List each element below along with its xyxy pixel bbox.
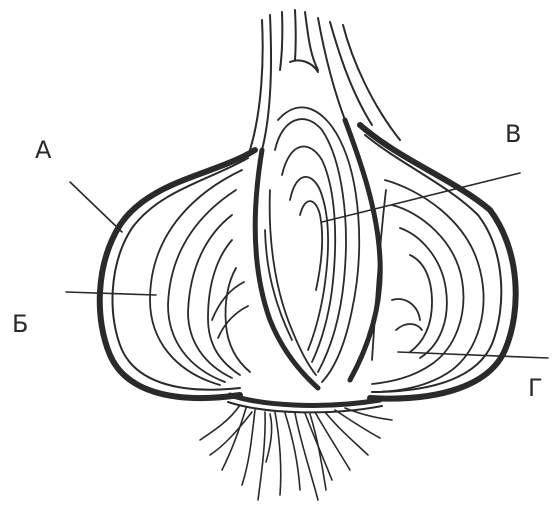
label-a: А (35, 138, 51, 162)
label-b: Б (12, 312, 28, 336)
leader-line-a (70, 182, 122, 232)
label-v: В (505, 122, 521, 146)
roots (200, 405, 392, 500)
left-fleshy-scales (150, 170, 250, 385)
stem-plate (230, 395, 380, 405)
outer-scale (100, 150, 255, 398)
right-fleshy-scales (372, 180, 484, 392)
label-g: Г (528, 376, 543, 400)
central-bud-outline (255, 150, 318, 388)
leader-line-b (66, 292, 156, 295)
neck-leaves (250, 10, 400, 150)
